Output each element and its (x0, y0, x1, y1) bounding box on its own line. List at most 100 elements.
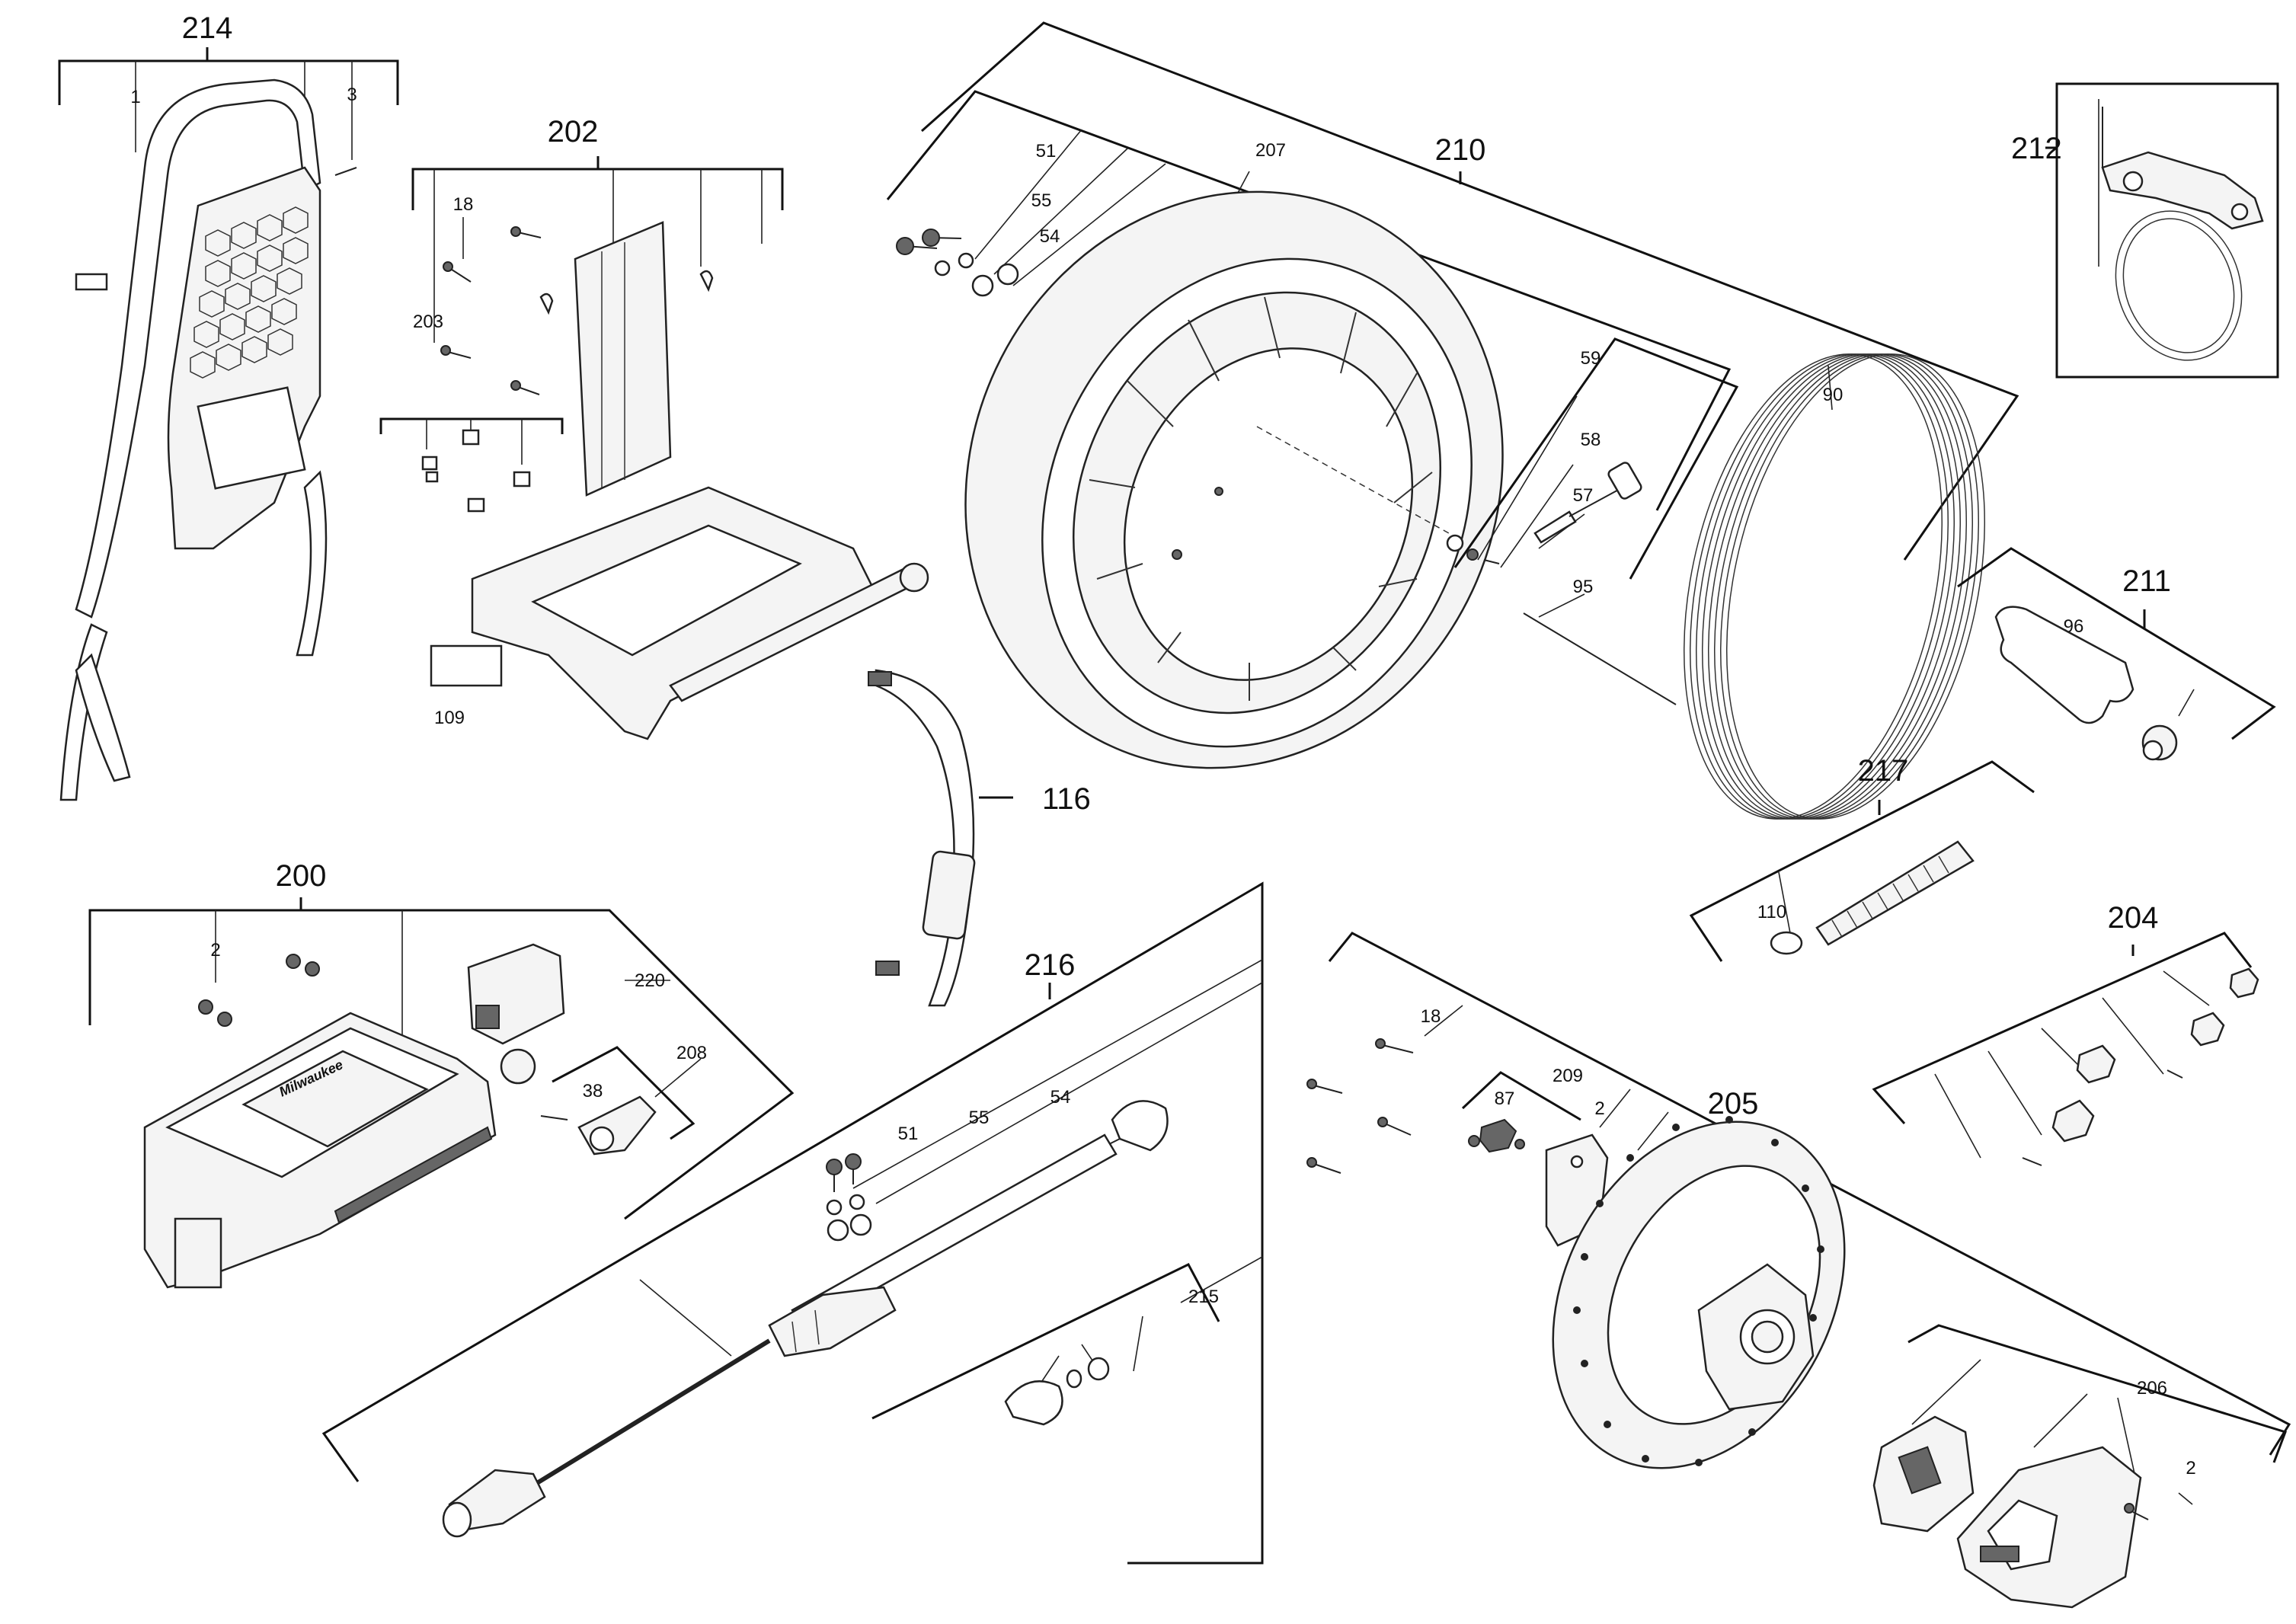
label-214: 214 (182, 11, 233, 45)
bracket-216 (321, 881, 1264, 1565)
clip-part (75, 273, 108, 291)
guide-cone-215 (1004, 1380, 1063, 1426)
label-215: 215 (1188, 1287, 1219, 1307)
label-51-drum: 51 (1036, 141, 1057, 161)
label-95: 95 (1573, 577, 1594, 597)
label-110: 110 (1757, 902, 1786, 922)
part-group-211: 211 96 (1957, 547, 2276, 761)
label-204: 204 (2108, 901, 2159, 935)
housing-screws (198, 954, 320, 1027)
hub-bolt-holes (1573, 1116, 1824, 1466)
guide-arm-212 (2101, 151, 2264, 230)
box-212 (2055, 82, 2279, 379)
part-group-217: 217 110 (1689, 754, 2035, 962)
spring-tube-217 (1815, 840, 1975, 946)
label-209: 209 (1553, 1066, 1583, 1086)
cable-line (532, 1338, 771, 1488)
part-group-206: 206 2 (1872, 1324, 2287, 1609)
label-216: 216 (1025, 948, 1076, 982)
stand-screws (440, 226, 542, 395)
axis-line (1256, 426, 1463, 542)
label-2-housing: 2 (210, 940, 220, 961)
spring-coils (1831, 855, 1949, 938)
label-90: 90 (1823, 385, 1844, 405)
label-206: 206 (2137, 1378, 2167, 1399)
label-2-cover: 2 (2186, 1458, 2195, 1479)
cable-loop-212 (2115, 210, 2243, 361)
hex-pattern (190, 206, 309, 379)
label-plate-109 (430, 644, 503, 687)
o-ring-110 (1770, 931, 1803, 955)
clip-204d (2229, 967, 2259, 999)
bracket-59 (1453, 337, 1739, 580)
bracket-203 (379, 417, 564, 434)
hub-screws (1306, 1038, 1414, 1174)
housing-foot (174, 1217, 222, 1289)
strap-buckle-top (868, 671, 892, 686)
clip-204a (2051, 1099, 2095, 1143)
label-207: 207 (1255, 140, 1286, 161)
bracket-211 (1957, 547, 2276, 740)
stand-mast (574, 221, 672, 497)
part-group-214: 214 1 3 (58, 11, 399, 801)
drum-inner (1123, 347, 1414, 681)
cable-coupler (768, 1286, 897, 1357)
clip-204b (2076, 1044, 2116, 1084)
part-group-204: 204 (1872, 901, 2259, 1166)
part-group-202: 202 18 203 109 (379, 115, 929, 740)
bracket-209 (1461, 1071, 1581, 1121)
label-87: 87 (1495, 1089, 1515, 1109)
label-217: 217 (1858, 754, 1909, 788)
washer-59 (1446, 534, 1464, 552)
label-210: 210 (1435, 133, 1486, 167)
backpack-strap-right (296, 470, 328, 657)
label-54-cable: 54 (1050, 1087, 1071, 1108)
label-55-drum: 55 (1031, 190, 1052, 211)
o-ring-215b (1087, 1357, 1110, 1381)
label-2-hub: 2 (1594, 1098, 1604, 1119)
carry-strap (875, 669, 975, 1007)
o-ring-215a (1066, 1369, 1082, 1389)
label-55-cable: 55 (969, 1108, 990, 1128)
cable-hardware (826, 1153, 872, 1242)
label-3: 3 (347, 85, 357, 105)
label-54-drum: 54 (1040, 226, 1060, 247)
label-211: 211 (2122, 564, 2171, 598)
drum-ribs (1089, 296, 1433, 701)
label-220: 220 (635, 970, 665, 991)
part-group-216: 216 51 55 54 215 (321, 881, 1264, 1565)
label-116: 116 (1042, 782, 1091, 816)
part-group-210: 210 207 51 55 54 59 (886, 21, 2019, 820)
label-203: 203 (413, 312, 443, 332)
label-51-cable: 51 (898, 1124, 919, 1144)
bracket-214 (58, 59, 399, 105)
strap-pad (922, 850, 976, 940)
washer-58 (1466, 548, 1479, 561)
wrench-96 (1994, 606, 2135, 724)
label-205: 205 (1708, 1087, 1759, 1120)
bracket-208 (552, 1046, 696, 1140)
tension-knob-208 (577, 1095, 657, 1156)
stand-clips (421, 270, 714, 513)
drum-hardware (896, 229, 1019, 297)
strap-buckle-bottom (875, 961, 900, 976)
label-38: 38 (583, 1081, 603, 1101)
fitting-57 (1533, 510, 1577, 544)
label-18-stand: 18 (453, 194, 474, 215)
bracket-215 (871, 1263, 1220, 1420)
label-208: 208 (676, 1043, 707, 1063)
label-58: 58 (1581, 430, 1601, 450)
part-group-200: 200 2 220 208 38 Milwaukee (88, 859, 795, 1289)
pin-3 (334, 167, 357, 176)
label-57: 57 (1573, 485, 1594, 506)
bracket-206 (1907, 1324, 2287, 1463)
part-group-212: 212 (2011, 82, 2279, 379)
label-109: 109 (434, 708, 465, 728)
backpack-frame-tube (75, 78, 321, 619)
cable-tie-95 (1523, 612, 1677, 705)
clip-204c (2190, 1012, 2225, 1047)
backpack-pack-box (197, 386, 306, 490)
coupler-ring (500, 1048, 536, 1085)
part-group-116: 116 (868, 669, 1091, 1007)
